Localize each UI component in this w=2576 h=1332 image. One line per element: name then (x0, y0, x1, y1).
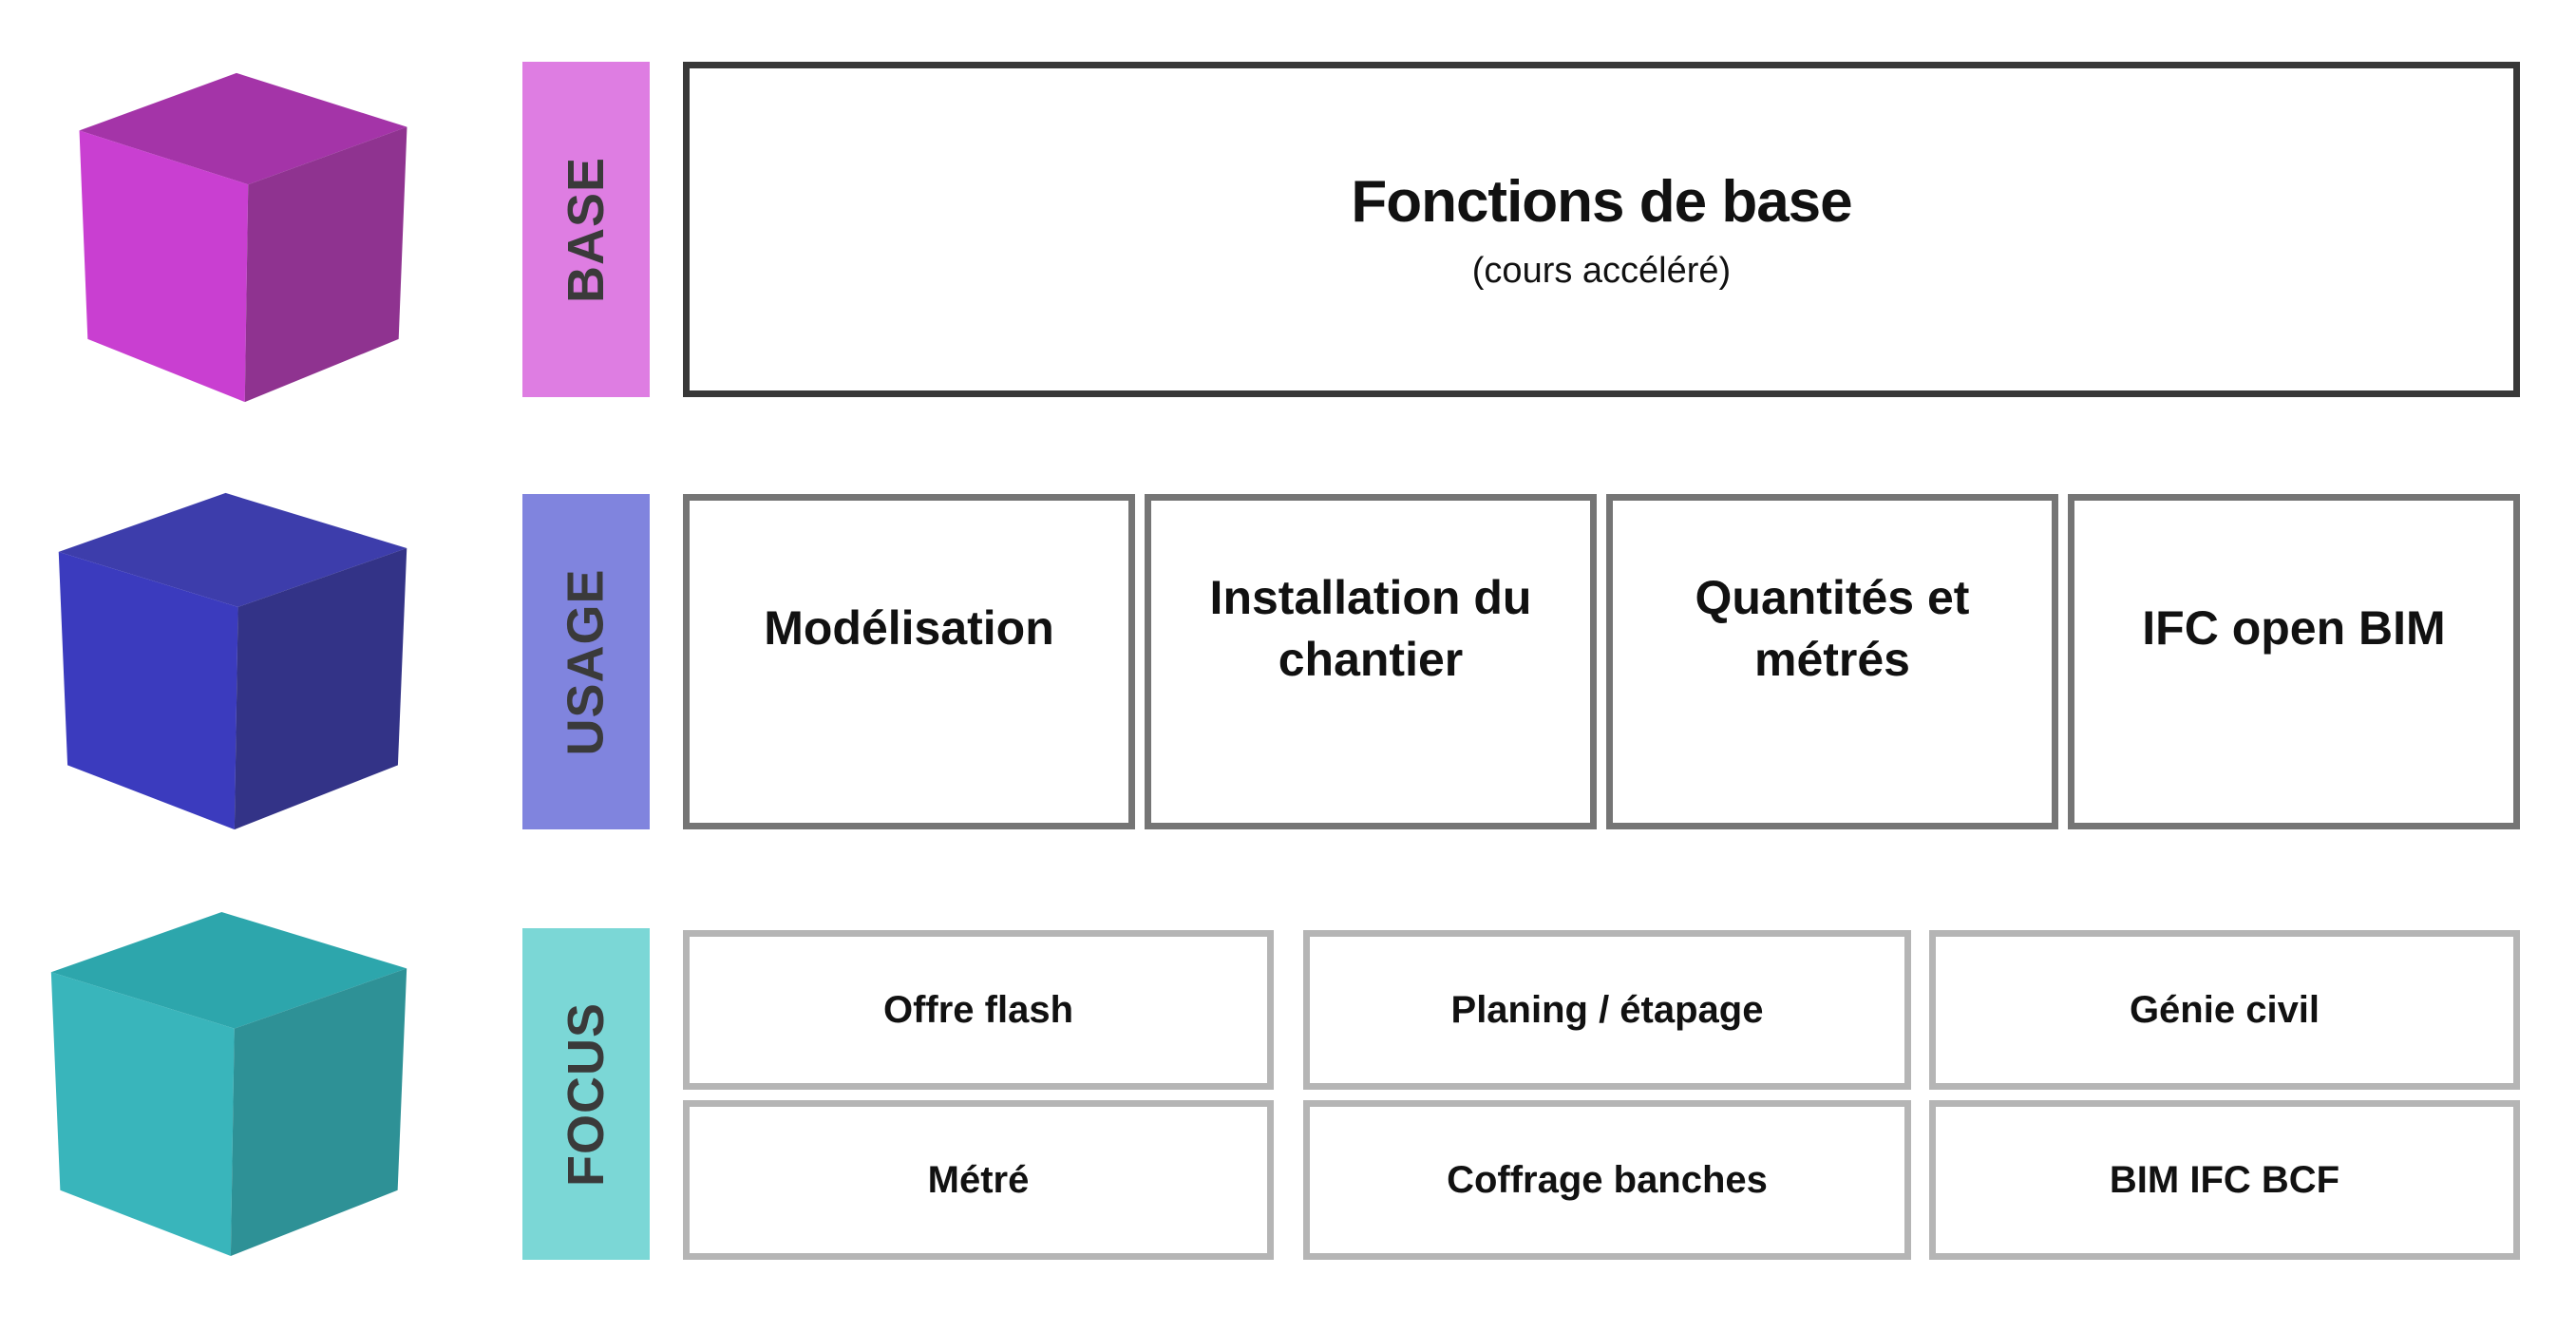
teal-cube-icon (50, 911, 407, 1257)
teal-cube-side-face (230, 968, 407, 1257)
magenta-cube-front-face (79, 130, 249, 403)
usage-box-label: Installation du chantier (1209, 570, 1532, 686)
focus-box-genie-civil: Génie civil (1929, 930, 2520, 1090)
base-box-title: Fonctions de base (1351, 168, 1852, 235)
usage-row-label: USAGE (558, 567, 616, 756)
base-row-header-bar: BASE (522, 62, 650, 397)
focus-box-label: Coffrage banches (1447, 1158, 1768, 1201)
blue-cube-front-face (58, 551, 238, 830)
focus-box-bim-ifc-bcf: BIM IFC BCF (1929, 1100, 2520, 1260)
magenta-cube-top-face (79, 72, 407, 185)
usage-row-header-bar: USAGE (522, 494, 650, 829)
blue-cube-side-face (234, 547, 407, 830)
focus-box-coffrage-banches: Coffrage banches (1303, 1100, 1911, 1260)
focus-box-planing-etapage: Planing / étapage (1303, 930, 1911, 1090)
focus-box-label: Génie civil (2129, 988, 2320, 1031)
usage-box-label: Quantités et métrés (1695, 570, 1970, 686)
focus-box-label: Métré (927, 1158, 1030, 1201)
magenta-cube-side-face (244, 126, 407, 403)
focus-box-label: Offre flash (882, 988, 1074, 1031)
usage-box-modelisation: Modélisation (683, 494, 1135, 829)
blue-cube-icon (58, 492, 407, 830)
focus-box-offre-flash: Offre flash (683, 930, 1274, 1090)
focus-box-label: BIM IFC BCF (2109, 1158, 2340, 1201)
blue-cube-top-face (58, 492, 407, 607)
usage-box-quantites-metres: Quantités et métrés (1606, 494, 2058, 829)
usage-box-installation-chantier: Installation du chantier (1145, 494, 1597, 829)
teal-cube-front-face (50, 972, 235, 1257)
focus-box-metre: Métré (683, 1100, 1274, 1260)
focus-row-header-bar: FOCUS (522, 928, 650, 1260)
focus-row-label: FOCUS (558, 1001, 615, 1187)
base-functions-box: Fonctions de base (cours accéléré) (683, 62, 2520, 397)
focus-box-label: Planing / étapage (1450, 988, 1764, 1031)
usage-box-label: Modélisation (764, 601, 1054, 655)
base-row-label: BASE (558, 156, 615, 303)
magenta-cube-icon (79, 72, 407, 403)
base-box-subtitle: (cours accéléré) (1471, 250, 1732, 291)
usage-box-label: IFC open BIM (2142, 601, 2446, 655)
usage-box-ifc-open-bim: IFC open BIM (2068, 494, 2520, 829)
teal-cube-top-face (50, 911, 407, 1029)
